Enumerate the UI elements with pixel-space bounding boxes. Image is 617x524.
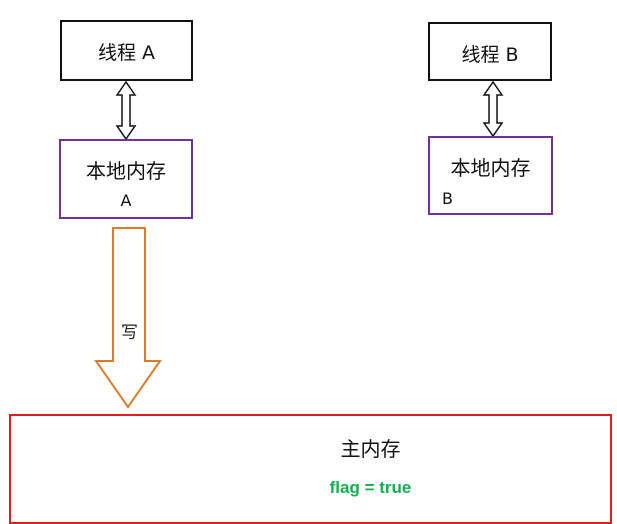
thread-a-box: 线程 A xyxy=(60,20,193,81)
double-arrow-icon xyxy=(115,80,137,141)
down-arrow-icon xyxy=(94,227,162,409)
local-memory-a-suffix: A xyxy=(120,191,132,210)
local-memory-b-title: 本地内存 xyxy=(450,156,531,180)
local-memory-b-box: 本地内存 B xyxy=(428,136,553,215)
thread-b-box: 线程 B xyxy=(428,22,552,81)
main-memory-title: 主内存 xyxy=(340,437,401,461)
thread-a-title: 线程 A xyxy=(97,42,156,64)
local-memory-a-box: 本地内存 A xyxy=(59,139,193,219)
thread-b-title: 线程 B xyxy=(461,44,519,66)
main-memory-flag-value: flag = true xyxy=(329,478,412,497)
write-arrow-label: 写 xyxy=(121,323,138,343)
double-arrow-icon xyxy=(482,80,504,138)
local-memory-a-title: 本地内存 xyxy=(86,159,166,183)
main-memory-box: 主内存 flag = true xyxy=(9,414,612,524)
local-memory-b-suffix: B xyxy=(442,189,453,208)
